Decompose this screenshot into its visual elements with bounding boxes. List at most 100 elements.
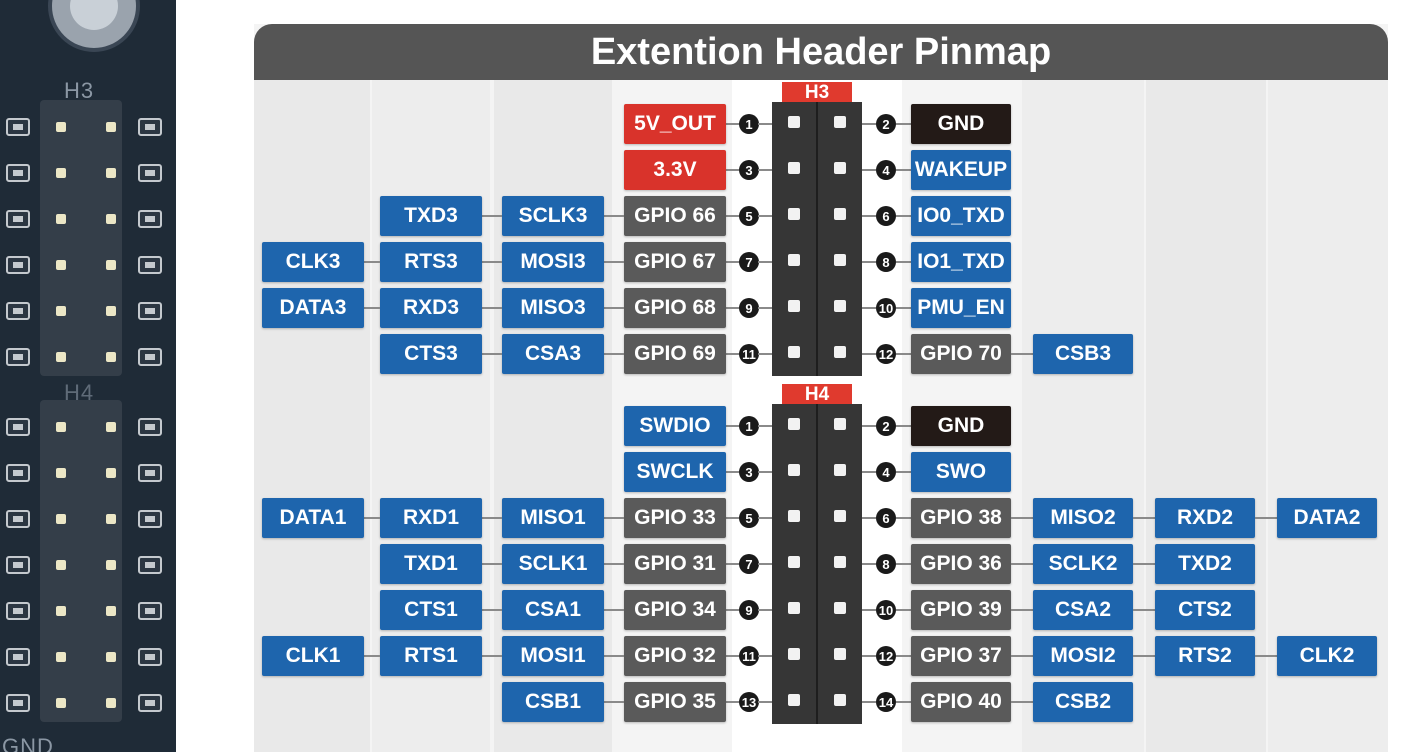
board-pin-row (4, 346, 166, 368)
pin-function-label: IO0_TXD (911, 196, 1011, 236)
pin-number: 9 (739, 298, 759, 318)
connector-line (482, 655, 502, 657)
header-pin (106, 698, 116, 708)
header-pin (56, 214, 66, 224)
pin-number: 1 (739, 416, 759, 436)
header-pin (106, 514, 116, 524)
pin-number: 8 (876, 554, 896, 574)
header-pin (106, 606, 116, 616)
pin-function-label: WAKEUP (911, 150, 1011, 190)
pin-square (834, 346, 846, 358)
pin-number: 10 (876, 600, 896, 620)
pin-function-label: CSA3 (502, 334, 604, 374)
header-pin (56, 698, 66, 708)
smd-pad (138, 648, 162, 666)
connector-line (862, 123, 876, 125)
pin-number: 1 (739, 114, 759, 134)
board-pin-row (4, 692, 166, 714)
connector-line (1133, 517, 1155, 519)
pin-function-label: CTS1 (380, 590, 482, 630)
connector-line (758, 169, 772, 171)
smd-pad (138, 118, 162, 136)
header-pin (106, 560, 116, 570)
pin-square (788, 694, 800, 706)
pin-square (834, 254, 846, 266)
pin-function-label: GPIO 68 (624, 288, 726, 328)
connector-line (1011, 655, 1033, 657)
board-pin-row (4, 254, 166, 276)
connector-line (726, 215, 739, 217)
smd-pad (6, 256, 30, 274)
pin-number: 4 (876, 462, 896, 482)
pin-function-label: 5V_OUT (624, 104, 726, 144)
connector-line (364, 261, 380, 263)
pin-function-label: DATA2 (1277, 498, 1377, 538)
pin-square (834, 648, 846, 660)
pin-number: 6 (876, 206, 896, 226)
smd-pad (138, 694, 162, 712)
connector-line (604, 261, 624, 263)
header-pin (56, 560, 66, 570)
smd-pad (138, 510, 162, 528)
pin-square (788, 556, 800, 568)
connector-line (896, 609, 911, 611)
connector-line (896, 471, 911, 473)
pin-function-label: SWDIO (624, 406, 726, 446)
header-pin (106, 306, 116, 316)
connector-line (758, 563, 772, 565)
smd-pad (138, 418, 162, 436)
connector-line (896, 655, 911, 657)
pin-function-label: MOSI1 (502, 636, 604, 676)
connector-line (896, 123, 911, 125)
pin-function-label: CSA2 (1033, 590, 1133, 630)
pin-number: 10 (876, 298, 896, 318)
pin-function-label: RXD3 (380, 288, 482, 328)
smd-pad (6, 648, 30, 666)
pin-function-label: MISO3 (502, 288, 604, 328)
header-pin (106, 468, 116, 478)
header-pin (56, 606, 66, 616)
pin-function-label: SWCLK (624, 452, 726, 492)
connector-line (726, 517, 739, 519)
pin-square (834, 556, 846, 568)
smd-pad (138, 256, 162, 274)
pin-number: 8 (876, 252, 896, 272)
pin-function-label: CTS3 (380, 334, 482, 374)
pin-function-label: GND (911, 104, 1011, 144)
board-pin-row (4, 508, 166, 530)
connector-line (896, 563, 911, 565)
pin-function-label: TXD1 (380, 544, 482, 584)
pin-function-label: CTS2 (1155, 590, 1255, 630)
pin-number: 12 (876, 344, 896, 364)
pin-number: 6 (876, 508, 896, 528)
connector-line (896, 425, 911, 427)
connector-line (862, 655, 876, 657)
pin-function-label: CSB3 (1033, 334, 1133, 374)
smd-pad (6, 164, 30, 182)
pin-function-label: MISO2 (1033, 498, 1133, 538)
connector-line (364, 307, 380, 309)
pin-function-label: GPIO 70 (911, 334, 1011, 374)
pin-square (834, 602, 846, 614)
connector-line (726, 169, 739, 171)
smd-pad (6, 464, 30, 482)
smd-pad (6, 210, 30, 228)
board-pin-row (4, 162, 166, 184)
board-pin-row (4, 600, 166, 622)
pin-square (788, 510, 800, 522)
connector-line (758, 425, 772, 427)
pin-function-label: GPIO 67 (624, 242, 726, 282)
connector-line (726, 425, 739, 427)
pin-function-label: GPIO 31 (624, 544, 726, 584)
header-pin (56, 514, 66, 524)
pin-square (834, 208, 846, 220)
connector-line (726, 471, 739, 473)
pin-square (788, 602, 800, 614)
smd-pad (138, 602, 162, 620)
connector-line (482, 353, 502, 355)
pin-function-label: GPIO 32 (624, 636, 726, 676)
pin-square (788, 648, 800, 660)
smd-pad (6, 510, 30, 528)
pin-function-label: GPIO 37 (911, 636, 1011, 676)
connector-line (758, 517, 772, 519)
